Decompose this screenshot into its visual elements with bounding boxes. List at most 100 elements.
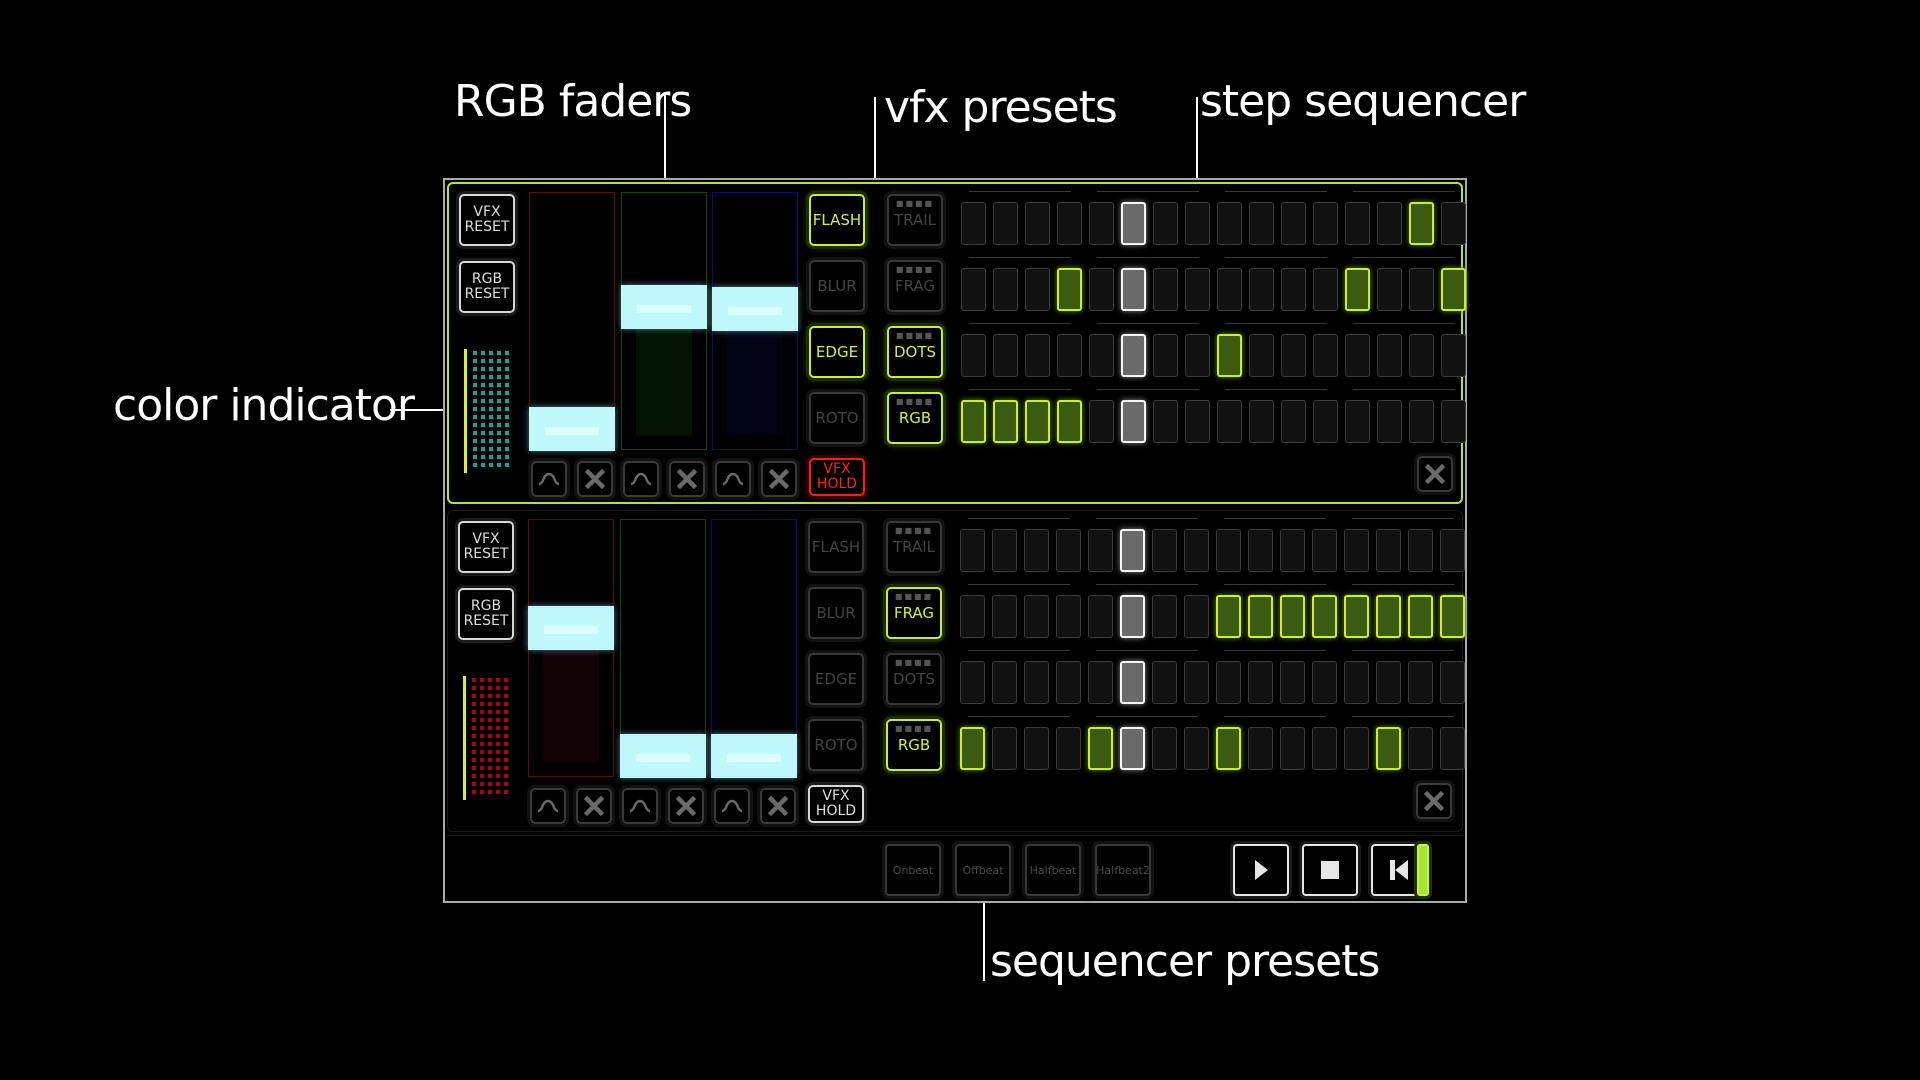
step-cell[interactable] xyxy=(1088,595,1113,638)
step-cell[interactable] xyxy=(1153,268,1178,311)
step-cell[interactable] xyxy=(1216,661,1241,704)
step-cell[interactable] xyxy=(961,334,986,377)
step-cell[interactable] xyxy=(1057,268,1082,311)
deck-clear-button[interactable] xyxy=(1416,783,1452,819)
step-cell[interactable] xyxy=(1025,202,1050,245)
step-cell[interactable] xyxy=(960,529,985,572)
vfx-button-blur[interactable]: BLUR xyxy=(808,587,864,639)
fader-handle[interactable] xyxy=(712,287,798,332)
step-cell[interactable] xyxy=(1281,202,1306,245)
fader-clear-button[interactable] xyxy=(577,461,613,497)
step-cell[interactable] xyxy=(1024,661,1049,704)
vfx-button-roto[interactable]: ROTO xyxy=(809,392,865,444)
track-button-dots[interactable]: ■■■■DOTS xyxy=(886,653,942,705)
vfx-button-flash[interactable]: FLASH xyxy=(808,521,864,573)
step-cell[interactable] xyxy=(1024,727,1049,770)
step-cell[interactable] xyxy=(1249,400,1274,443)
vfx-button-edge[interactable]: EDGE xyxy=(809,326,865,378)
vfx-button-edge[interactable]: EDGE xyxy=(808,653,864,705)
step-cell[interactable] xyxy=(1088,529,1113,572)
step-cell[interactable] xyxy=(1280,727,1305,770)
vfx-hold-button[interactable]: VFX HOLD xyxy=(808,785,864,823)
step-cell[interactable] xyxy=(1249,268,1274,311)
track-button-rgb[interactable]: ■■■■RGB xyxy=(886,719,942,771)
step-cell[interactable] xyxy=(1441,334,1466,377)
step-cell[interactable] xyxy=(1280,595,1305,638)
step-cell[interactable] xyxy=(1249,334,1274,377)
vfx-button-roto[interactable]: ROTO xyxy=(808,719,864,771)
track-button-dots[interactable]: ■■■■DOTS xyxy=(887,326,943,378)
step-cell[interactable] xyxy=(1121,334,1146,377)
track-button-trail[interactable]: ■■■■TRAIL xyxy=(887,194,943,246)
step-cell[interactable] xyxy=(960,661,985,704)
step-cell[interactable] xyxy=(1248,661,1273,704)
step-cell[interactable] xyxy=(1376,529,1401,572)
step-cell[interactable] xyxy=(1376,595,1401,638)
step-cell[interactable] xyxy=(1344,727,1369,770)
step-cell[interactable] xyxy=(1441,400,1466,443)
step-cell[interactable] xyxy=(1377,268,1402,311)
fade-curve-button[interactable] xyxy=(715,461,751,497)
step-cell[interactable] xyxy=(1280,661,1305,704)
sequencer-preset-halfbeat2[interactable]: Halfbeat2 xyxy=(1095,844,1151,896)
step-cell[interactable] xyxy=(1185,268,1210,311)
sequencer-preset-onbeat[interactable]: Onbeat xyxy=(885,844,941,896)
fader-clear-button[interactable] xyxy=(668,788,704,824)
step-cell[interactable] xyxy=(1057,400,1082,443)
sequencer-preset-offbeat[interactable]: Offbeat xyxy=(955,844,1011,896)
step-cell[interactable] xyxy=(993,334,1018,377)
step-cell[interactable] xyxy=(1345,334,1370,377)
step-cell[interactable] xyxy=(1025,334,1050,377)
step-cell[interactable] xyxy=(1216,727,1241,770)
step-cell[interactable] xyxy=(1280,529,1305,572)
step-cell[interactable] xyxy=(1408,661,1433,704)
step-cell[interactable] xyxy=(1056,595,1081,638)
step-cell[interactable] xyxy=(1281,268,1306,311)
step-cell[interactable] xyxy=(1313,334,1338,377)
step-cell[interactable] xyxy=(1217,334,1242,377)
fader-clear-button[interactable] xyxy=(576,788,612,824)
fader-b[interactable] xyxy=(712,192,798,450)
step-cell[interactable] xyxy=(1152,529,1177,572)
step-cell[interactable] xyxy=(1185,400,1210,443)
step-cell[interactable] xyxy=(1248,595,1273,638)
fade-curve-button[interactable] xyxy=(622,788,658,824)
step-cell[interactable] xyxy=(1408,595,1433,638)
step-cell[interactable] xyxy=(1120,661,1145,704)
step-cell[interactable] xyxy=(1409,334,1434,377)
step-cell[interactable] xyxy=(1184,727,1209,770)
step-cell[interactable] xyxy=(1345,268,1370,311)
step-cell[interactable] xyxy=(1057,334,1082,377)
step-cell[interactable] xyxy=(1088,727,1113,770)
step-cell[interactable] xyxy=(1344,661,1369,704)
fader-g[interactable] xyxy=(620,519,706,778)
step-cell[interactable] xyxy=(1345,202,1370,245)
step-cell[interactable] xyxy=(961,268,986,311)
step-cell[interactable] xyxy=(1088,661,1113,704)
step-cell[interactable] xyxy=(1185,202,1210,245)
track-button-trail[interactable]: ■■■■TRAIL xyxy=(886,521,942,573)
vfx-button-blur[interactable]: BLUR xyxy=(809,260,865,312)
step-cell[interactable] xyxy=(1024,529,1049,572)
step-cell[interactable] xyxy=(1056,727,1081,770)
fader-r[interactable] xyxy=(529,192,615,451)
step-cell[interactable] xyxy=(1281,400,1306,443)
step-cell[interactable] xyxy=(993,202,1018,245)
step-cell[interactable] xyxy=(1440,661,1465,704)
step-cell[interactable] xyxy=(1281,334,1306,377)
step-cell[interactable] xyxy=(1313,400,1338,443)
step-cell[interactable] xyxy=(1377,334,1402,377)
step-cell[interactable] xyxy=(992,727,1017,770)
step-cell[interactable] xyxy=(1408,727,1433,770)
step-cell[interactable] xyxy=(1152,661,1177,704)
step-cell[interactable] xyxy=(1376,661,1401,704)
fader-r[interactable] xyxy=(528,519,614,777)
sequencer-preset-halfbeat[interactable]: Halfbeat xyxy=(1025,844,1081,896)
step-cell[interactable] xyxy=(1440,529,1465,572)
fade-curve-button[interactable] xyxy=(530,788,566,824)
step-cell[interactable] xyxy=(960,727,985,770)
step-cell[interactable] xyxy=(1056,529,1081,572)
step-cell[interactable] xyxy=(992,661,1017,704)
track-button-frag[interactable]: ■■■■FRAG xyxy=(887,260,943,312)
deck-clear-button[interactable] xyxy=(1417,456,1453,492)
